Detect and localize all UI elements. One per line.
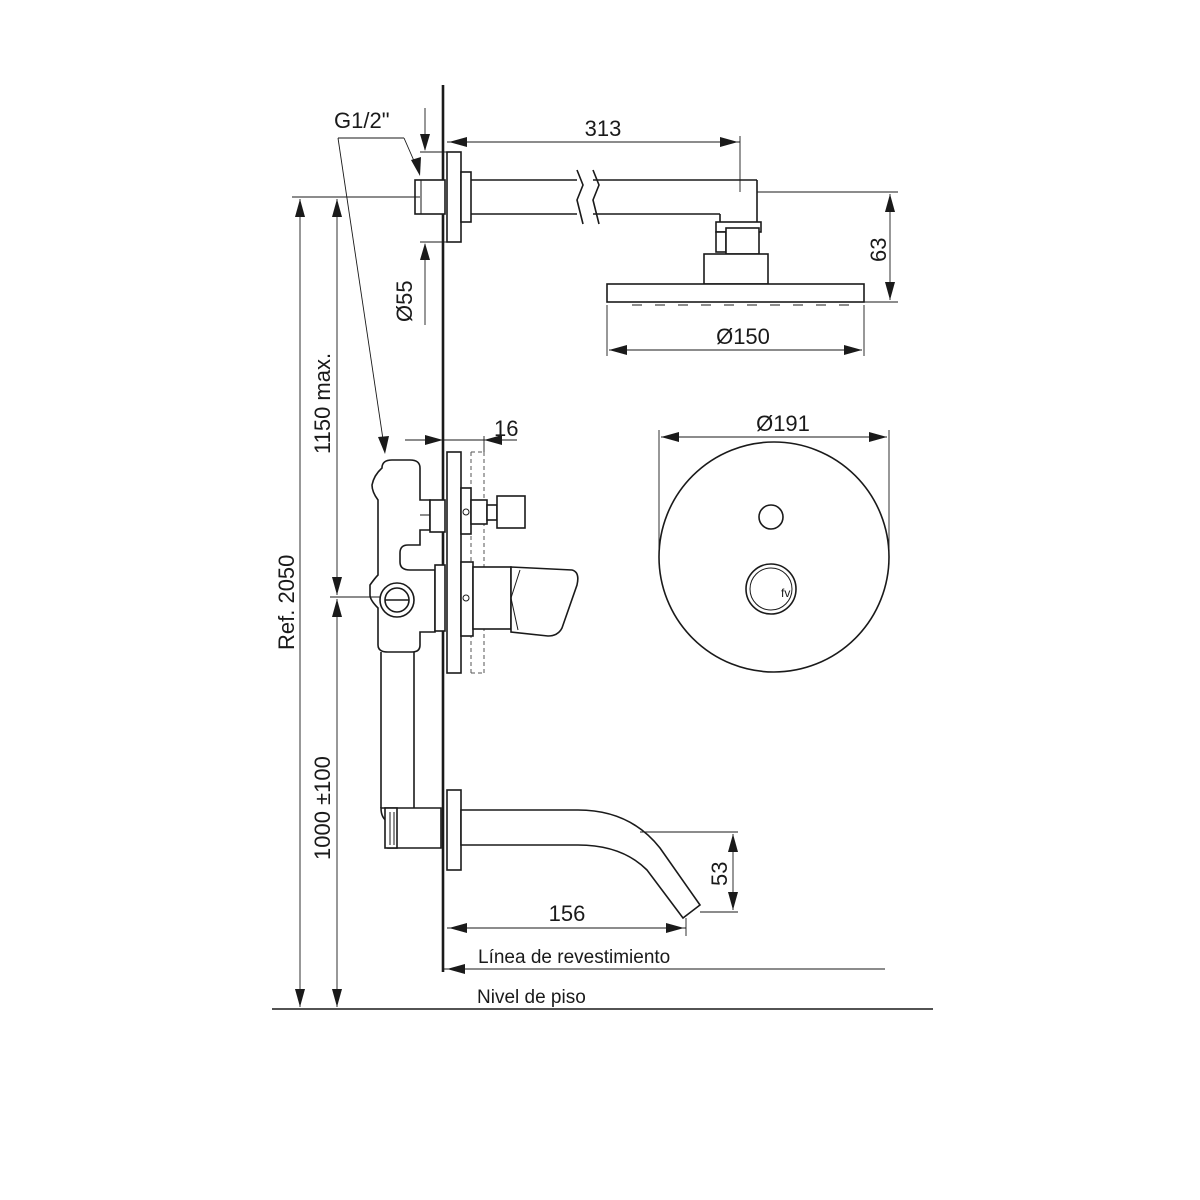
handle-side	[510, 566, 579, 637]
shower-head	[606, 283, 865, 303]
dimension-valve-height: 1000 ±100	[310, 599, 342, 1007]
wall-flange	[446, 151, 462, 243]
dimension-max-height: 1150 max.	[310, 196, 420, 598]
dimension-spout-length: 156	[447, 901, 687, 936]
handle-knob-front	[745, 563, 797, 615]
dimension-head-height: 63	[757, 191, 898, 303]
tub-spout	[446, 789, 738, 920]
arm-length-label: 313	[585, 116, 622, 141]
diverter-button-front	[758, 504, 784, 530]
cover-depth-label: 16	[494, 416, 518, 441]
plate-diameter-label: Ø191	[756, 411, 810, 436]
reference-height-label: Ref. 2050	[274, 555, 299, 650]
spout-length-label: 156	[549, 901, 586, 926]
head-diameter-label: Ø150	[716, 324, 770, 349]
cover-plate-side	[446, 451, 579, 674]
dimension-flange-diameter: Ø55	[392, 108, 447, 325]
diverter-button-side	[496, 495, 526, 529]
shower-arm-assembly	[414, 151, 865, 306]
head-height-label: 63	[866, 238, 891, 262]
dimension-arm-length: 313	[447, 116, 741, 192]
dimension-plate-diameter: Ø191	[658, 411, 890, 557]
thread-callout: G1/2"	[334, 108, 421, 454]
spout-height-label: 53	[707, 862, 732, 886]
dimension-spout-height: 53	[707, 834, 738, 910]
max-height-label: 1150 max.	[310, 353, 335, 454]
flange-diameter-label: Ø55	[392, 280, 417, 322]
dimension-head-diameter: Ø150	[606, 305, 865, 356]
cladding-line-marker	[443, 964, 885, 974]
brand-logo: fv	[781, 586, 790, 600]
break-symbol	[576, 169, 584, 225]
dimension-cover-depth: 16	[405, 416, 518, 452]
floor-level-label: Nivel de piso	[477, 987, 586, 1008]
dimension-reference-height: Ref. 2050	[274, 196, 337, 1007]
cladding-line-label: Línea de revestimiento	[478, 947, 670, 968]
valve-height-label: 1000 ±100	[310, 756, 335, 860]
thread-label: G1/2"	[334, 108, 390, 133]
valve-body	[369, 459, 446, 849]
cover-plate-front: fv	[658, 441, 890, 673]
